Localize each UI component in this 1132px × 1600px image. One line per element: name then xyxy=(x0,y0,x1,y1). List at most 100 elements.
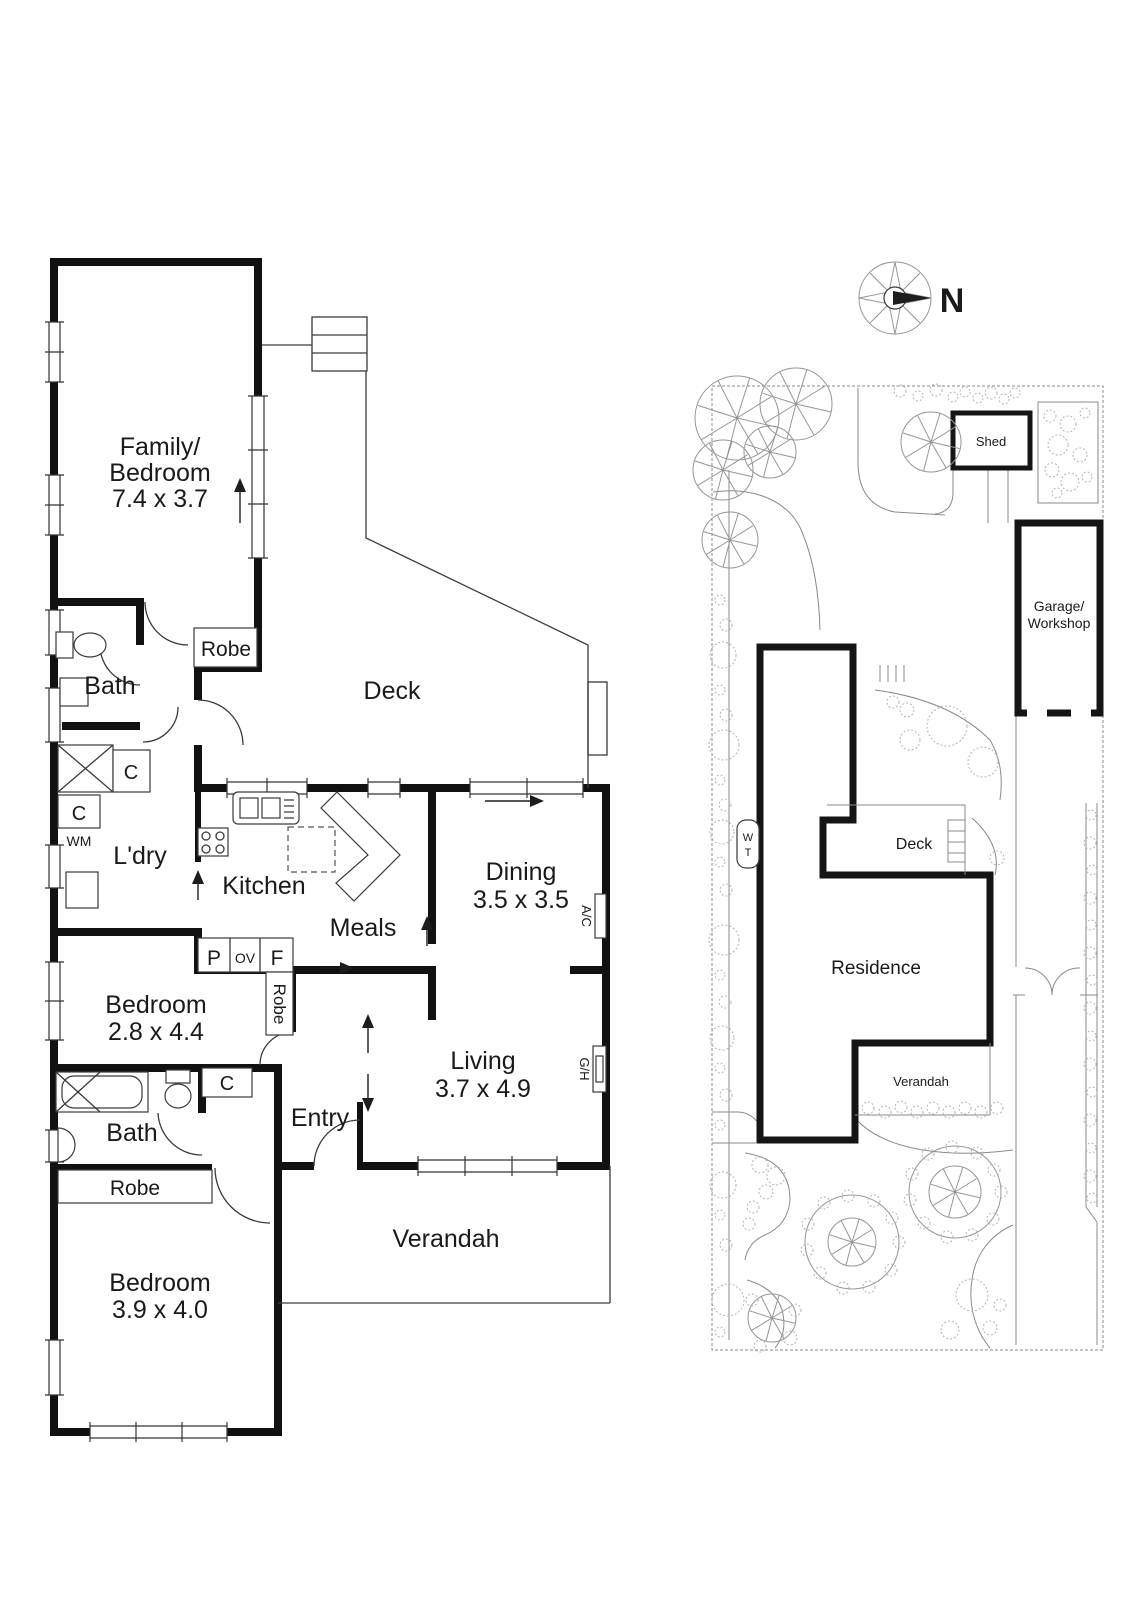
room-label-bedroom-mid: Bedroom xyxy=(105,991,206,1019)
door-arc xyxy=(259,1031,294,1066)
label-residence: Residence xyxy=(831,958,921,979)
door-arc xyxy=(197,699,244,746)
closet-c1-box xyxy=(112,749,151,793)
water-tank: W T xyxy=(736,819,760,869)
label-robe-top: Robe xyxy=(201,638,251,661)
floor-plan: Family/ Bedroom 7.4 x 3.7 Robe Bath C C … xyxy=(45,258,611,1442)
site-plan: N xyxy=(691,261,1104,1353)
window xyxy=(45,961,64,1041)
robe-top-box xyxy=(193,627,258,668)
window xyxy=(45,687,64,743)
door-arc xyxy=(142,706,179,743)
door-arc xyxy=(144,601,189,646)
label-garage-line2: Workshop xyxy=(1028,615,1091,631)
tree-icon xyxy=(758,366,834,442)
label-pantry: P xyxy=(207,947,221,970)
residence-outline xyxy=(756,643,994,1144)
angled-bench xyxy=(320,791,401,902)
trees xyxy=(691,366,1002,1344)
direction-arrow xyxy=(485,795,544,807)
robe-mid-box xyxy=(265,971,294,1036)
tree-icon xyxy=(742,424,798,480)
direction-arrow xyxy=(192,870,204,900)
bush-clusters xyxy=(708,383,1098,1353)
label-site-deck: Deck xyxy=(896,836,933,853)
room-label-laundry: L'dry xyxy=(113,842,167,870)
basin-fixture xyxy=(57,1127,76,1163)
label-robe-bottom: Robe xyxy=(110,1177,160,1200)
direction-arrow xyxy=(421,916,433,946)
bathtub xyxy=(55,1071,149,1113)
room-label-bedroom-bottom: Bedroom xyxy=(109,1269,210,1297)
window xyxy=(248,395,268,559)
label-wt-w: W xyxy=(743,832,754,844)
label-gh: G/H xyxy=(577,1057,592,1080)
door-arc xyxy=(157,1112,203,1156)
site-boundary xyxy=(711,385,1104,1351)
window xyxy=(367,778,401,798)
deck-step xyxy=(587,681,608,756)
north-arrow-icon xyxy=(893,291,931,305)
label-garage-line1: Garage/ xyxy=(1034,598,1085,614)
room-label-kitchen: Kitchen xyxy=(222,872,305,900)
window xyxy=(417,1156,558,1176)
fixtures xyxy=(55,627,607,1204)
north-compass: N xyxy=(858,261,965,335)
tree-icon xyxy=(746,1292,798,1344)
floor-plan-windows xyxy=(45,321,584,1442)
washing-machine xyxy=(65,871,99,909)
toilet-fixture xyxy=(55,631,107,659)
door-arcs xyxy=(99,601,361,1224)
room-label-bath-top: Bath xyxy=(84,672,135,700)
direction-arrow xyxy=(320,962,354,974)
room-label-bath-bottom: Bath xyxy=(106,1119,157,1147)
room-dims-bedroom-bottom: 3.9 x 4.0 xyxy=(112,1296,208,1324)
garden-bed-edges xyxy=(712,388,1098,1349)
window xyxy=(89,1422,228,1442)
room-dims-bedroom-mid: 2.8 x 4.4 xyxy=(108,1018,204,1046)
garage-workshop: Garage/ Workshop xyxy=(1014,519,1104,719)
room-label-deck: Deck xyxy=(364,677,421,705)
direction-arrow xyxy=(234,478,246,523)
label-site-verandah: Verandah xyxy=(893,1074,949,1089)
label-oven: OV xyxy=(235,950,256,966)
room-label-dining: Dining xyxy=(486,858,557,886)
room-dims-family: 7.4 x 3.7 xyxy=(112,485,208,513)
garden-bed-topright xyxy=(1037,401,1099,504)
toilet-fixture xyxy=(164,1069,192,1109)
label-fridge: F xyxy=(271,947,284,970)
window xyxy=(45,321,64,383)
label-robe-mid: Robe xyxy=(270,984,289,1025)
label-closet-c3: C xyxy=(220,1073,234,1095)
label-north: N xyxy=(940,282,965,320)
tree-icon xyxy=(700,510,760,570)
room-dims-living: 3.7 x 4.9 xyxy=(435,1075,531,1103)
direction-arrow xyxy=(362,1074,374,1112)
tree-icon xyxy=(695,376,779,460)
room-dims-dining: 3.5 x 3.5 xyxy=(473,886,569,914)
big-tree xyxy=(804,1194,900,1290)
label-shed: Shed xyxy=(976,434,1006,449)
residence: Residence xyxy=(756,643,994,1144)
verandah-outline xyxy=(278,1166,611,1304)
direction-arrows xyxy=(192,478,544,1112)
label-ac: A/C xyxy=(579,905,594,927)
island-bench-dashed xyxy=(287,826,336,873)
room-label-living: Living xyxy=(450,1047,515,1075)
deck-outline xyxy=(262,316,608,788)
room-label-family-line1: Family/ xyxy=(120,433,201,461)
deck-stairs xyxy=(311,316,368,372)
toilet-walls xyxy=(54,598,144,645)
door-arc xyxy=(313,1119,361,1167)
site-verandah: Verandah xyxy=(855,1043,991,1116)
driveway-gates xyxy=(1013,967,1098,996)
window xyxy=(45,474,64,536)
pantry-oven-fridge xyxy=(197,937,294,973)
room-label-verandah: Verandah xyxy=(392,1225,499,1253)
shed: Shed xyxy=(950,410,1033,471)
window xyxy=(469,778,584,798)
window xyxy=(45,1339,64,1396)
direction-arrow xyxy=(362,1014,374,1053)
